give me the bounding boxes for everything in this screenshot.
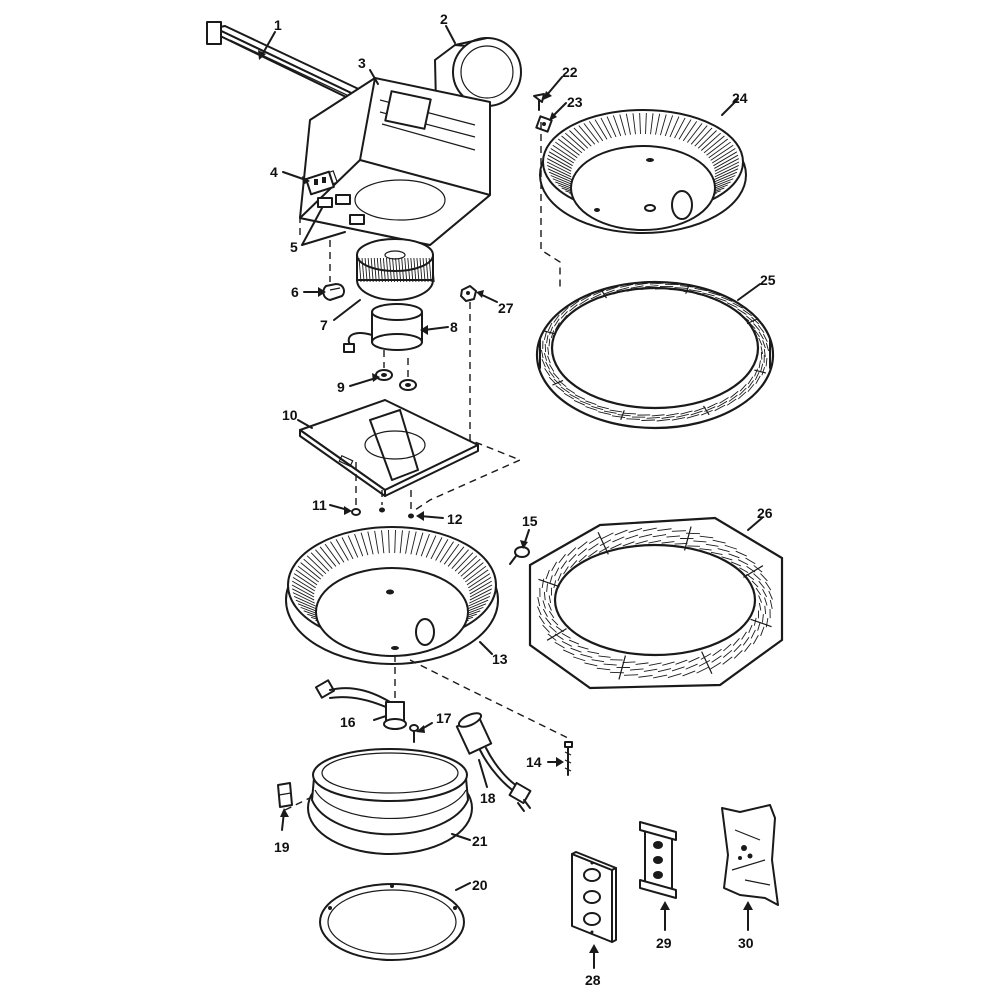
callout-20: 20 <box>472 877 488 893</box>
cord-socket-icon <box>455 712 532 812</box>
screw-icon <box>409 724 419 743</box>
leader-lines <box>258 25 763 969</box>
grille-icon <box>285 526 499 665</box>
assembly-lines <box>284 122 569 811</box>
wall-plate-icon <box>571 851 617 943</box>
callout-10: 10 <box>282 407 298 423</box>
parts-bag-icon <box>721 804 779 906</box>
callout-12: 12 <box>447 511 463 527</box>
callout-9: 9 <box>337 379 345 395</box>
callout-18: 18 <box>480 790 496 806</box>
clip-icon <box>277 782 293 808</box>
callout-23: 23 <box>567 94 583 110</box>
callout-17: 17 <box>436 710 452 726</box>
nut-icon <box>460 285 477 302</box>
callout-27: 27 <box>498 300 514 316</box>
callout-7: 7 <box>320 317 328 333</box>
connector-icon <box>322 283 345 301</box>
callout-13: 13 <box>492 651 508 667</box>
grommet-icon <box>375 369 417 391</box>
screw-icon <box>509 546 530 565</box>
callout-14: 14 <box>526 754 542 770</box>
callout-2: 2 <box>440 11 448 27</box>
switch-icon <box>639 821 677 899</box>
callout-labels: 1 2 3 4 5 6 7 8 9 10 11 12 13 14 15 16 1… <box>270 11 776 988</box>
callout-16: 16 <box>340 714 356 730</box>
callout-22: 22 <box>562 64 578 80</box>
light-globe-icon <box>307 748 473 855</box>
callout-24: 24 <box>732 90 748 106</box>
callout-19: 19 <box>274 839 290 855</box>
housing-icon <box>299 77 491 246</box>
wood-ring-icon <box>528 516 784 690</box>
callout-28: 28 <box>585 972 601 988</box>
callout-26: 26 <box>757 505 773 521</box>
receptacle-icon <box>305 170 335 196</box>
callout-8: 8 <box>450 319 458 335</box>
callout-11: 11 <box>312 497 327 513</box>
terminal-icon <box>317 194 365 225</box>
motor-plate-icon <box>299 399 479 497</box>
callout-5: 5 <box>290 239 298 255</box>
callout-15: 15 <box>522 513 538 529</box>
blower-wheel-icon <box>356 238 435 301</box>
lamp-socket-icon <box>314 679 407 730</box>
trim-ring-icon <box>319 883 465 961</box>
grille-icon <box>539 109 747 234</box>
callout-21: 21 <box>472 833 488 849</box>
callout-29: 29 <box>656 935 672 951</box>
callout-6: 6 <box>291 284 299 300</box>
screw-icon <box>533 93 553 133</box>
screw-icon <box>351 507 414 519</box>
wood-ring-icon <box>535 280 775 430</box>
callout-25: 25 <box>760 272 776 288</box>
motor-icon <box>343 303 423 353</box>
screw-icon <box>564 741 573 776</box>
callout-30: 30 <box>738 935 754 951</box>
callout-1: 1 <box>274 17 282 33</box>
callout-3: 3 <box>358 55 366 71</box>
callout-4: 4 <box>270 164 278 180</box>
